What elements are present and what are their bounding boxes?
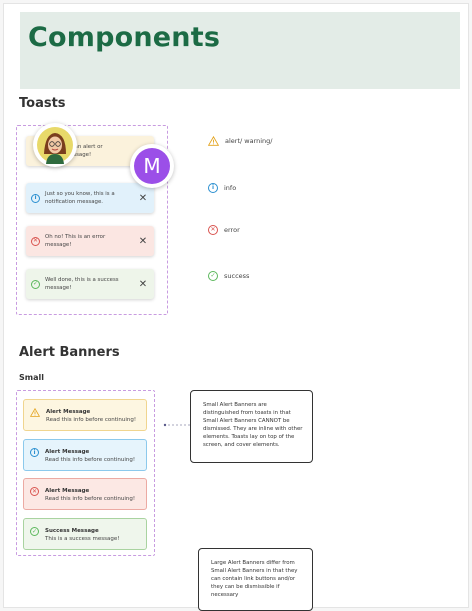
banners-frame: Alert Message Read this info before cont… xyxy=(16,390,155,556)
toast-success: ✓ Well done, this is a success message! … xyxy=(26,269,154,299)
legend-warning-label: alert/ warning/ xyxy=(225,137,273,145)
page-title: Components xyxy=(28,22,221,53)
canvas: Components Toasts s an alert or essage! … xyxy=(3,3,469,611)
legend-success-label: success xyxy=(224,272,250,280)
banners-section-title: Alert Banners xyxy=(19,345,120,360)
user-avatar: M xyxy=(130,144,174,188)
toasts-frame: s an alert or essage! i Just so you know… xyxy=(16,125,168,315)
woman-avatar-icon xyxy=(37,127,73,164)
legend-success: ✓ success xyxy=(208,271,249,281)
toasts-section-title: Toasts xyxy=(19,96,66,111)
user-avatar-initial: M xyxy=(134,148,170,184)
close-icon[interactable]: ✕ xyxy=(138,278,148,290)
avatar-illustration xyxy=(33,123,77,167)
legend-error-label: error xyxy=(224,226,240,234)
toast-error: ✕ Oh no! This is an error message! ✕ xyxy=(26,226,154,256)
legend-info: i info xyxy=(208,183,236,193)
connector-line xyxy=(163,423,190,427)
banner-success-title: Success Message xyxy=(45,528,99,534)
warning-icon xyxy=(208,136,219,146)
close-icon[interactable]: ✕ xyxy=(138,235,148,247)
warning-icon xyxy=(30,408,40,417)
toast-alert-message: s an alert or essage! xyxy=(70,144,103,158)
note-large-banners: Large Alert Banners differ from Small Al… xyxy=(198,548,313,611)
banner-warning: Alert Message Read this info before cont… xyxy=(23,399,147,431)
banner-error-body: Read this info before continuing! xyxy=(45,496,136,502)
banner-info: i Alert Message Read this info before co… xyxy=(23,439,147,471)
banner-warning-body: Read this info before continuing! xyxy=(46,417,137,423)
close-icon[interactable]: ✕ xyxy=(138,192,148,204)
info-icon: i xyxy=(208,183,218,193)
banners-subsection-small: Small xyxy=(19,373,44,382)
info-icon: i xyxy=(31,193,40,203)
banner-info-title: Alert Message xyxy=(45,449,90,455)
banner-success-body: This is a success message! xyxy=(45,536,120,542)
page-header: Components xyxy=(20,12,460,89)
legend-error: ✕ error xyxy=(208,225,240,235)
toast-info: i Just so you know, this is a notificati… xyxy=(26,183,154,213)
legend-info-label: info xyxy=(224,184,237,192)
success-icon: ✓ xyxy=(208,271,218,281)
banner-info-body: Read this info before continuing! xyxy=(45,457,136,463)
toast-success-message: Well done, this is a success message! xyxy=(45,277,119,291)
error-icon: ✕ xyxy=(31,236,40,246)
banner-error: ✕ Alert Message Read this info before co… xyxy=(23,478,147,510)
error-icon: ✕ xyxy=(208,225,218,235)
banner-warning-title: Alert Message xyxy=(46,409,91,415)
legend-warning: alert/ warning/ xyxy=(208,136,272,146)
error-icon: ✕ xyxy=(30,487,39,496)
toast-info-message: Just so you know, this is a notification… xyxy=(45,191,115,205)
banner-error-title: Alert Message xyxy=(45,488,90,494)
info-icon: i xyxy=(30,448,39,457)
success-icon: ✓ xyxy=(30,527,39,536)
banner-success: ✓ Success Message This is a success mess… xyxy=(23,518,147,550)
note-small-banners: Small Alert Banners are distinguished fr… xyxy=(190,390,313,463)
toast-error-message: Oh no! This is an error message! xyxy=(45,234,106,248)
success-icon: ✓ xyxy=(31,279,40,289)
